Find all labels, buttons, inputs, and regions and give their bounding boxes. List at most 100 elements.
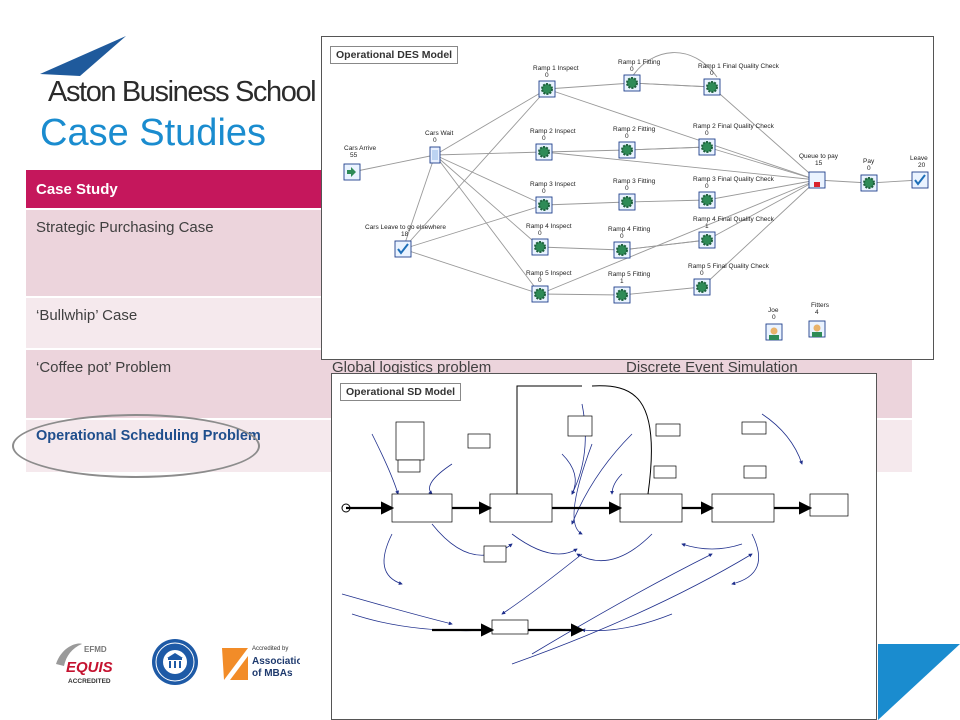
sd-causal-link bbox=[511, 553, 753, 665]
des-node-value: 0 bbox=[545, 72, 549, 79]
des-node-label: Ramp 1 Fitting bbox=[618, 59, 661, 66]
sd-feedback-loop bbox=[516, 385, 652, 495]
des-node-value: 0 bbox=[538, 277, 542, 284]
des-node-value: 0 bbox=[625, 185, 629, 192]
table-cell: ‘Coffee pot’ Problem bbox=[36, 359, 172, 376]
sd-causal-link bbox=[610, 473, 623, 495]
sd-stock-box bbox=[809, 493, 849, 517]
sd-causal-link bbox=[581, 613, 673, 633]
brand-corner-triangle bbox=[878, 644, 960, 720]
efmd-text: EFMD bbox=[84, 645, 107, 654]
des-node-label: Ramp 2 Inspect bbox=[530, 128, 576, 135]
sd-stock-box bbox=[741, 421, 767, 435]
des-node-label: Ramp 2 Final Quality Check bbox=[693, 123, 775, 130]
des-flow-arrow bbox=[543, 147, 628, 153]
des-flow-arrow bbox=[434, 154, 541, 295]
accreditation-seal-logo bbox=[152, 639, 198, 685]
gear-icon bbox=[621, 196, 633, 208]
des-flow-arrow bbox=[402, 88, 548, 250]
gear-icon bbox=[616, 244, 628, 256]
gear-icon bbox=[538, 199, 550, 211]
person-body-icon bbox=[812, 332, 822, 337]
sd-stock-box bbox=[655, 423, 681, 437]
des-node-value: 0 bbox=[542, 188, 546, 195]
equis-text: EQUIS bbox=[66, 659, 113, 676]
des-flow-arrow bbox=[701, 179, 818, 288]
gear-icon bbox=[534, 241, 546, 253]
des-node-value: 0 bbox=[433, 137, 437, 144]
sd-stock-box bbox=[743, 465, 767, 479]
sd-stock-box bbox=[397, 459, 421, 473]
des-flow-arrow bbox=[434, 88, 548, 156]
des-flow-arrow bbox=[706, 178, 818, 201]
des-node-label: Ramp 2 Fitting bbox=[613, 126, 656, 133]
des-node-label: Cars Leave to go elsewhere bbox=[365, 224, 446, 231]
gear-icon bbox=[621, 144, 633, 156]
des-node-value: 0 bbox=[772, 314, 776, 321]
gear-icon bbox=[701, 194, 713, 206]
sd-model-label: Operational SD Model bbox=[340, 383, 462, 401]
des-flow-arrow bbox=[543, 199, 628, 206]
check-icon bbox=[914, 174, 926, 186]
des-node-label: Ramp 5 Final Quality Check bbox=[688, 263, 770, 270]
sd-causal-link bbox=[731, 533, 760, 586]
person-body-icon bbox=[769, 335, 779, 340]
des-node-value: 4 bbox=[815, 309, 819, 316]
sd-causal-link bbox=[383, 533, 403, 585]
des-flow-arrow bbox=[434, 154, 541, 248]
sd-stock-box bbox=[491, 619, 529, 635]
person-icon bbox=[770, 327, 778, 335]
des-node-value: 0 bbox=[630, 66, 634, 73]
sd-model-panel: Operational SD Model bbox=[331, 373, 877, 720]
sd-stock-box bbox=[489, 493, 553, 523]
check-icon bbox=[397, 243, 409, 255]
des-flow-arrow bbox=[711, 86, 818, 181]
gear-icon bbox=[863, 177, 875, 189]
gear-icon bbox=[534, 288, 546, 300]
des-node-value: 0 bbox=[867, 165, 871, 172]
queue-level-icon bbox=[814, 182, 820, 187]
des-node-value: 55 bbox=[350, 152, 358, 159]
sd-causal-link bbox=[573, 443, 593, 535]
des-node-label: Queue to pay bbox=[799, 153, 839, 160]
des-flow-arrow bbox=[539, 292, 623, 298]
des-node-value: 0 bbox=[625, 133, 629, 140]
arrive-arrow-icon bbox=[347, 167, 356, 177]
des-flow-arrow bbox=[402, 248, 541, 296]
des-node-label: Cars Arrive bbox=[344, 145, 377, 152]
table-header-cell: Case Study bbox=[36, 181, 118, 198]
des-node-label: Ramp 4 Inspect bbox=[526, 223, 572, 230]
des-flow-arrow bbox=[401, 154, 436, 250]
des-node-value: 1 bbox=[705, 223, 709, 230]
sd-diagram bbox=[341, 385, 849, 665]
sd-stock-box bbox=[483, 545, 507, 563]
sd-stock-box bbox=[653, 465, 677, 479]
table-cell: Discrete Event Simulation bbox=[626, 359, 798, 376]
des-node-value: 20 bbox=[918, 162, 926, 169]
des-node-value: 0 bbox=[710, 70, 714, 77]
